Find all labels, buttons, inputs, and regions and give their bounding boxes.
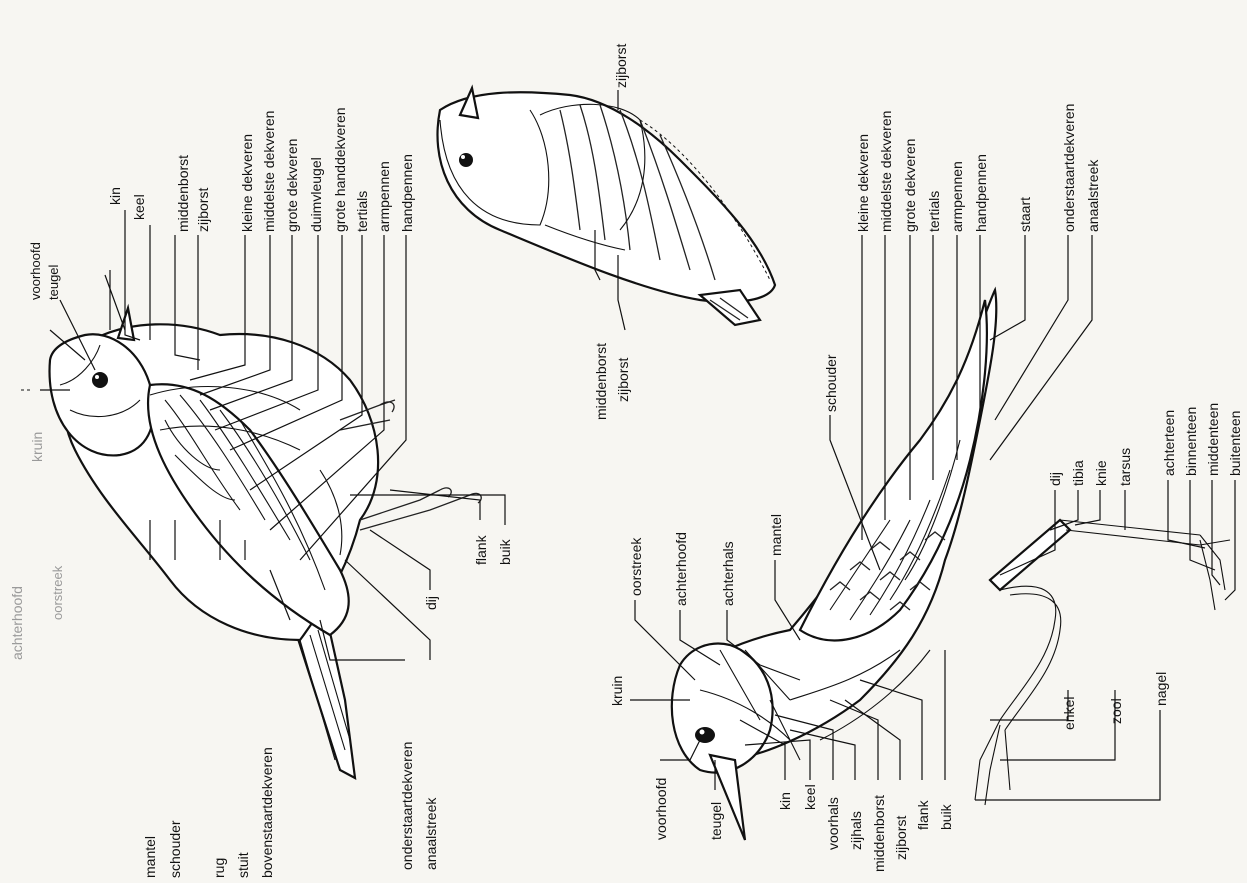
label-dij-b3: dij: [1047, 472, 1063, 486]
label-voorhoofd: voorhoofd: [28, 242, 43, 300]
label-oorstreek-b3: oorstreek: [628, 537, 644, 596]
label-staart-b3: staart: [1017, 197, 1033, 232]
label-knie-b3: knie: [1093, 460, 1109, 486]
label-zijborst: zijborst: [195, 188, 211, 232]
label-enkel-b3: enkel: [1061, 697, 1077, 730]
label-voorhals-b3: voorhals: [825, 797, 841, 850]
label-anaalstreek: anaalstreek: [423, 797, 439, 870]
label-zijborst-b3: zijborst: [893, 816, 909, 860]
label-grote-handdekveren: grote handdekveren: [332, 107, 348, 232]
label-anaalstreek-b3: anaalstreek: [1085, 159, 1101, 232]
label-zijborst-bird2: zijborst: [615, 358, 631, 402]
label-middenborst-bird2: middenborst: [593, 343, 609, 420]
label-kleine-dekveren-b3: kleine dekveren: [855, 134, 871, 232]
label-grote-dekveren: grote dekveren: [284, 139, 300, 232]
label-keel-b3: keel: [802, 784, 818, 810]
label-zool-b3: zool: [1108, 698, 1124, 724]
label-middenborst-b3: middenborst: [871, 795, 887, 872]
label-achterhals-b3: achterhals: [720, 541, 736, 606]
label-buik-b3: buik: [938, 803, 954, 830]
label-armpennen-b3: armpennen: [949, 161, 965, 232]
bird1-drawing: [50, 308, 482, 778]
label-buik: buik: [497, 538, 513, 565]
label-middenteen-b3: middenteen: [1205, 403, 1221, 476]
label-onderstaartdekveren-b3: onderstaartdekveren: [1061, 104, 1077, 232]
label-bovenstaartdekveren: bovenstaartdekveren: [259, 747, 275, 878]
label-tarsus-b3: tarsus: [1117, 448, 1133, 486]
label-mantel-b3: mantel: [768, 514, 784, 556]
label-achterhoofd-b3: achterhoofd: [673, 532, 689, 606]
label-teugel: teugel: [46, 264, 61, 300]
label-handpennen-b3: handpennen: [973, 154, 989, 232]
label-dij: dij: [423, 596, 439, 610]
label-buitenteen-b3: buitenteen: [1227, 411, 1243, 476]
label-keel: keel: [131, 194, 147, 220]
label-schouder-b3: schouder: [823, 354, 839, 412]
label-zijhals-b3: zijhals: [848, 811, 864, 850]
bird2-drawing: [438, 88, 776, 325]
label-voorhoofd-b3: voorhoofd: [653, 778, 669, 840]
label-tertials-b3: tertials: [926, 191, 942, 232]
label-schouder: schouder: [167, 820, 183, 878]
label-kin-b3: kin: [777, 792, 793, 810]
label-binnenteen-b3: binnenteen: [1183, 407, 1199, 476]
label-kleine-dekveren: kleine dekveren: [239, 134, 255, 232]
label-kin: kin: [107, 187, 123, 205]
label-stuit: stuit: [235, 852, 251, 878]
label-kruin: kruin: [29, 432, 45, 462]
label-flank: flank: [473, 534, 489, 565]
label-duimvleugel: duimvleugel: [308, 157, 324, 232]
label-oorstreek: oorstreek: [50, 565, 65, 620]
bird3-drawing: [672, 290, 1230, 840]
label-nagel-b3: nagel: [1153, 672, 1169, 706]
label-tibia-b3: tibia: [1070, 460, 1086, 486]
label-middelste-dekveren-b3: middelste dekveren: [878, 111, 894, 232]
label-middenborst: middenborst: [175, 155, 191, 232]
label-grote-dekveren-b3: grote dekveren: [902, 139, 918, 232]
label-achterteen-b3: achterteen: [1161, 410, 1177, 476]
label-rug: rug: [211, 858, 227, 878]
label-tertials: tertials: [354, 191, 370, 232]
label-onderstaartdekveren: onderstaartdekveren: [399, 742, 415, 870]
label-flank-b3: flank: [915, 799, 931, 830]
label-handpennen: handpennen: [399, 154, 415, 232]
label-kruin-b3: kruin: [609, 676, 625, 706]
label-teugel-b3: teugel: [708, 802, 724, 840]
label-zijborst-top: zijborst: [613, 44, 629, 88]
label-armpennen: armpennen: [376, 161, 392, 232]
label-middelste-dekveren: middelste dekveren: [261, 111, 277, 232]
label-mantel: mantel: [142, 836, 158, 878]
label-achterhoofd: achterhoofd: [9, 586, 25, 660]
